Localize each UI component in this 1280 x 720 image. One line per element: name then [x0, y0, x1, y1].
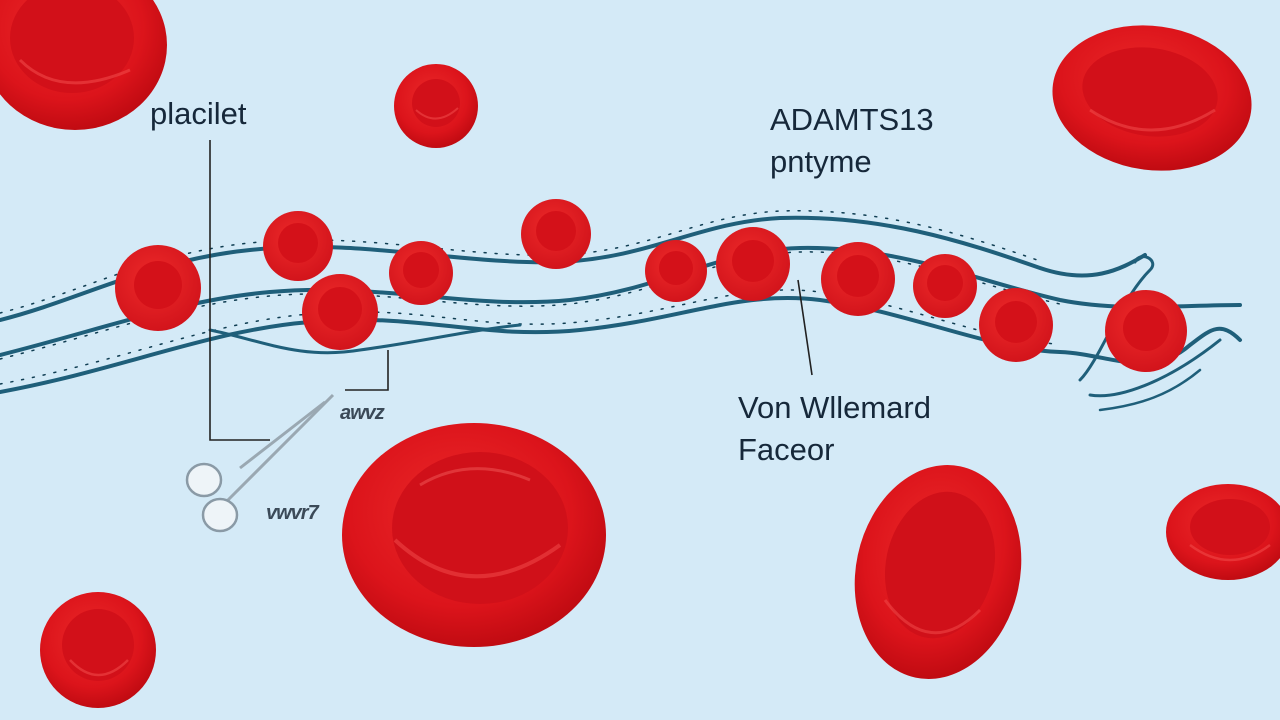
strand-cell-6: [645, 240, 707, 302]
platelet-leader-line: [209, 140, 270, 441]
strand-cell-5: [521, 199, 591, 269]
scissors-icon: [185, 393, 335, 533]
red-blood-cell-top-right: [1052, 25, 1252, 171]
cut-site-leader-line: [345, 350, 389, 391]
vwf-label-line2: Faceor: [738, 432, 835, 467]
strand-cell-11: [1105, 290, 1187, 372]
vwf-leader-line: [797, 279, 813, 376]
strand-cell-1: [115, 245, 201, 331]
strand-cell-4: [389, 241, 453, 305]
platelet-label: placilet: [150, 96, 247, 131]
red-blood-cell-bottom-left: [40, 592, 156, 708]
enzyme-label-line2: pntyme: [770, 144, 872, 179]
vwf-label-line1: Von Wllemard: [738, 390, 931, 425]
cut-mark-lower-label: vwvr7: [266, 502, 319, 524]
red-blood-cell-top-small: [394, 64, 478, 148]
leader-lines: [209, 140, 813, 441]
strand-cell-8: [821, 242, 895, 316]
red-blood-cell-bottom-right: [1166, 484, 1280, 580]
red-blood-cell-center-large: [342, 423, 606, 647]
red-blood-cell-bottom-center-right: [854, 464, 1022, 680]
strand-cell-9: [913, 254, 977, 318]
strand-cell-2: [263, 211, 333, 281]
strand-cell-3: [302, 274, 378, 350]
enzyme-label-line1: ADAMTS13: [770, 102, 934, 137]
strand-cell-10: [979, 288, 1053, 362]
strand-cell-7: [716, 227, 790, 301]
cut-mark-upper-label: awvz: [340, 402, 385, 424]
red-blood-cell-top-left: [0, 0, 167, 130]
